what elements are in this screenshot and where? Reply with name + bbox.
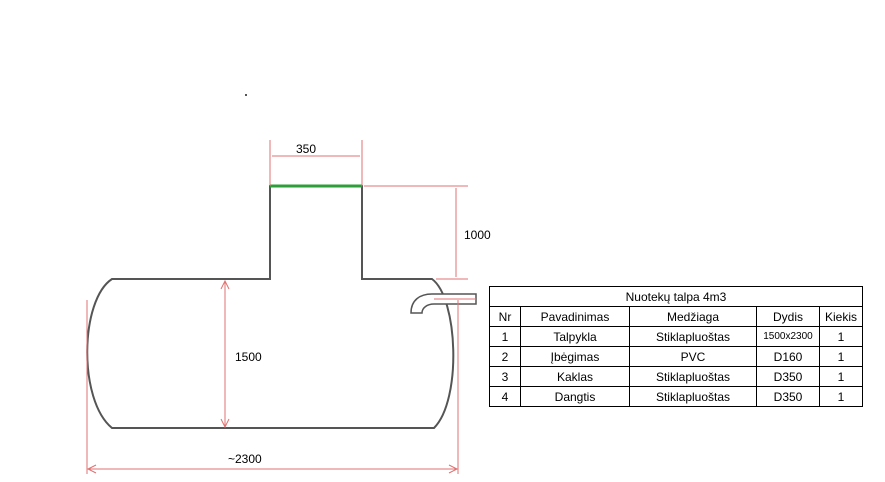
cell-size: 1500x2300 <box>756 326 820 347</box>
stray-dot <box>245 94 247 96</box>
cell-material: Stiklapluoštas <box>629 326 757 347</box>
header-nr: Nr <box>489 306 521 327</box>
cell-nr: 4 <box>489 386 521 407</box>
table-header-row: Nr Pavadinimas Medžiaga Dydis Kiekis <box>489 306 863 327</box>
cell-name: Dangtis <box>520 386 630 407</box>
header-qty: Kiekis <box>819 306 863 327</box>
cell-qty: 1 <box>819 346 863 367</box>
table-title-row: Nuotekų talpa 4m3 <box>489 286 863 307</box>
cell-qty: 1 <box>819 326 863 347</box>
dim-tank-height-label: 1500 <box>235 350 262 364</box>
header-size: Dydis <box>756 306 820 327</box>
dim-neck-height-label: 1000 <box>464 228 491 242</box>
table-row: 1 Talpykla Stiklapluoštas 1500x2300 1 <box>489 326 863 347</box>
dim-neck-width-label: 350 <box>296 142 316 156</box>
specification-table: Nuotekų talpa 4m3 Nr Pavadinimas Medžiag… <box>489 286 863 407</box>
cell-qty: 1 <box>819 386 863 407</box>
cell-material: Stiklapluoštas <box>629 366 757 387</box>
table-title: Nuotekų talpa 4m3 <box>489 286 863 307</box>
dim-tank-length <box>86 300 459 474</box>
cell-nr: 1 <box>489 326 521 347</box>
table-row: 3 Kaklas Stiklapluoštas D350 1 <box>489 366 863 387</box>
cell-size: D160 <box>756 346 820 367</box>
cell-name: Kaklas <box>520 366 630 387</box>
cell-size: D350 <box>756 366 820 387</box>
header-material: Medžiaga <box>629 306 757 327</box>
table-row: 4 Dangtis Stiklapluoštas D350 1 <box>489 386 863 407</box>
cell-name: Įbėgimas <box>520 346 630 367</box>
cell-material: PVC <box>629 346 757 367</box>
table-row: 2 Įbėgimas PVC D160 1 <box>489 346 863 367</box>
cell-nr: 3 <box>489 366 521 387</box>
cell-qty: 1 <box>819 366 863 387</box>
dim-tank-height <box>220 279 230 429</box>
cell-material: Stiklapluoštas <box>629 386 757 407</box>
dim-neck-height <box>364 185 468 280</box>
dim-tank-length-label: ~2300 <box>228 452 262 466</box>
cell-size: D350 <box>756 386 820 407</box>
cell-name: Talpykla <box>520 326 630 347</box>
dim-neck-width <box>269 140 363 186</box>
tank-body-outline <box>86 185 455 429</box>
cell-nr: 2 <box>489 346 521 367</box>
inlet-pipe-icon <box>410 293 477 314</box>
header-name: Pavadinimas <box>520 306 630 327</box>
